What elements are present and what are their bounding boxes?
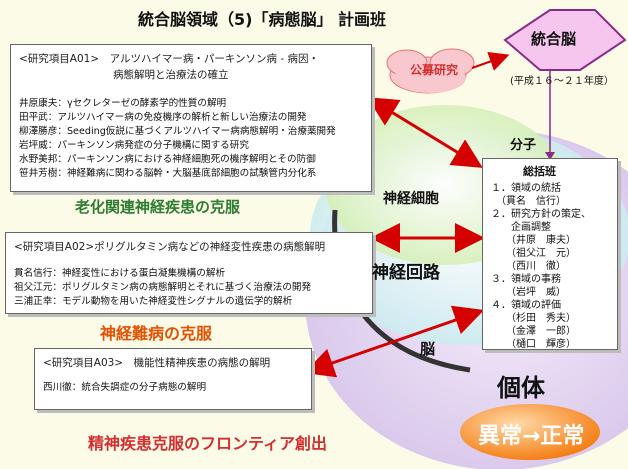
sokatsu-item: （岩坪 威） — [491, 287, 566, 298]
box1-item: 岩坪威：パーキンソン病発症の分子機構に関する研究 — [19, 140, 249, 151]
box1-item: 井原康夫：γセクレターゼの酵素学的性質の解明 — [19, 98, 227, 109]
label-individual: 個体 — [497, 374, 545, 402]
box1-caption: 老化関連神経疾患の克服 — [75, 198, 241, 216]
research-box-a01: <研究項目A01> アルツハイマー病・パーキンソン病 - 病因・ 病態解明と治療… — [10, 44, 372, 192]
box2-header: <研究項目A02>ポリグルタミン病などの神経変性疾患の病態解明 — [14, 241, 326, 253]
box3-header: <研究項目A03> 機能性精神疾患の病態の解明 — [43, 357, 271, 369]
sokatsu-item: （金澤 一郎） — [491, 326, 576, 337]
sokatsu-item: （貫名 信行） — [491, 196, 566, 207]
box2-item: 貫名信行：神経変性における蛋白凝集機構の解析 — [14, 268, 226, 279]
sokatsu-item: （西川 徹） — [491, 261, 566, 272]
sokatsu-item: （祖父江 元） — [491, 248, 576, 259]
box2-item: 三浦正幸：モデル動物を用いた神経変性シグナルの遺伝学的解析 — [14, 296, 293, 307]
sokatsu-item: （杉田 秀夫） — [491, 313, 576, 324]
goal-label: 異常→正常 — [478, 424, 585, 449]
box1-item: 笹井芳樹：神経難病に関わる脳幹・大脳基底部細胞の試験管内分化系 — [19, 168, 317, 179]
cloud-arrow — [471, 51, 510, 71]
sokatsu-item: １．領域の統括 — [491, 183, 561, 194]
box2-item: 祖父江元：ポリグルタミン病の病態解明とそれに基づく治療法の開発 — [14, 282, 312, 293]
box1-item: 柳澤勝彦：Seeding仮説に基づくアルツハイマー病病態解明・治療薬開発 — [19, 126, 336, 137]
period-label: (平成１６～２１年度） — [510, 76, 614, 87]
badge-label: 統合脳 — [531, 30, 577, 48]
box1-item: 田平武：アルツハイマー病の免疫機序の解析と新しい治療法の開発 — [19, 112, 307, 123]
box1-header-line1: <研究項目A01> アルツハイマー病・パーキンソン病 - 病因・ — [19, 53, 319, 65]
cloud-label: 公募研究 — [410, 63, 459, 77]
sokatsu-item: ２．研究方針の策定、 — [491, 209, 591, 220]
page-title: 統合脳領域（5)「病態脳」 計画班 — [138, 10, 387, 29]
label-circuit: 神経回路 — [372, 263, 440, 283]
cloud-shape — [386, 48, 475, 94]
box3-item: 西川徹：統合失調症の分子病態の解明 — [43, 382, 207, 393]
badge-diamond — [503, 9, 627, 71]
sokatsu-item: （樋口 輝彦） — [491, 339, 576, 350]
goal-ellipse — [460, 404, 600, 460]
label-neuron: 神経細胞 — [383, 191, 439, 207]
box1-header-line2: 病態解明と治療法の確立 — [113, 69, 229, 81]
sokatsu-item: （井原 康夫） — [491, 235, 576, 246]
box2-caption: 神経難病の克服 — [100, 324, 213, 343]
sokatsu-item: ４．領域の評価 — [491, 300, 561, 311]
sokatsu-item: 企画調整 — [491, 222, 551, 233]
sokatsu-box: 総括班 １．領域の統括 （貫名 信行） ２．研究方針の策定、 企画調整 （井原 … — [482, 158, 618, 350]
label-molecule: 分子 — [510, 138, 537, 153]
sokatsu-title: 総括班 — [523, 165, 556, 178]
sokatsu-item: ３．領域の事務 — [491, 274, 561, 285]
label-brain: 脳 — [420, 340, 436, 358]
box3-caption: 精神疾患克服のフロンティア創出 — [88, 434, 328, 453]
arrow-box3 — [303, 305, 485, 378]
research-box-a03: <研究項目A03> 機能性精神疾患の病態の解明 西川徹：統合失調症の分子病態の解… — [34, 348, 312, 410]
box1-item: 水野美邦：パーキンソン病における神経細胞死の機序解明とその防御 — [19, 154, 316, 165]
arrow-box1 — [367, 97, 483, 168]
research-box-a02: <研究項目A02>ポリグルタミン病などの神経変性疾患の病態解明 貫名信行：神経変… — [5, 232, 373, 314]
